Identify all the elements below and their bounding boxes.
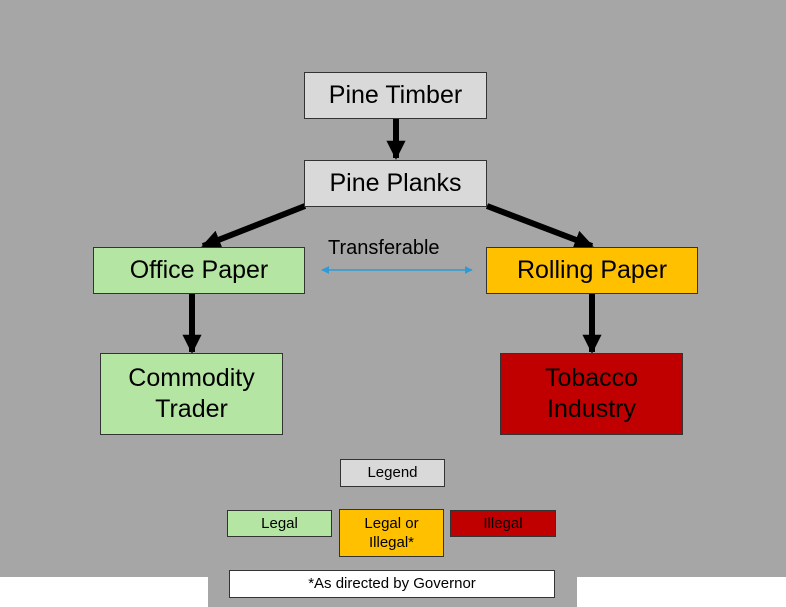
- legend-legal: Legal: [227, 510, 332, 537]
- legend-footnote-label: *As directed by Governor: [308, 574, 476, 592]
- node-office-paper: Office Paper: [93, 247, 305, 294]
- legend-title: Legend: [340, 459, 445, 487]
- arrow-planks-to-rolling: [485, 203, 594, 249]
- node-pine-planks: Pine Planks: [304, 160, 487, 207]
- node-pine-timber-label: Pine Timber: [328, 80, 463, 109]
- transferable-label: Transferable: [328, 237, 440, 259]
- legend-legal-or-illegal: Legal or Illegal*: [339, 509, 444, 557]
- arrow-planks-to-office: [201, 203, 307, 249]
- legend-illegal: Illegal: [450, 510, 556, 537]
- node-office-paper-label: Office Paper: [129, 255, 269, 284]
- node-pine-timber: Pine Timber: [304, 72, 487, 119]
- legend-legal-label: Legal: [261, 514, 298, 532]
- legend-either-label-1: Legal or: [364, 514, 419, 532]
- node-rolling-paper-label: Rolling Paper: [516, 255, 668, 284]
- legend-illegal-label: Illegal: [483, 514, 523, 532]
- node-rolling-paper: Rolling Paper: [486, 247, 698, 294]
- node-pine-planks-label: Pine Planks: [329, 168, 462, 197]
- legend-either-label-2: Illegal*: [368, 534, 415, 551]
- legend-footnote: *As directed by Governor: [229, 570, 555, 598]
- node-commodity-trader: Commodity Trader: [100, 353, 283, 435]
- legend-title-label: Legend: [367, 464, 418, 482]
- node-tobacco-industry: Tobacco Industry: [500, 353, 683, 435]
- node-tobacco-industry-label: Tobacco Industry: [544, 363, 639, 423]
- node-commodity-trader-label: Commodity Trader: [128, 363, 255, 423]
